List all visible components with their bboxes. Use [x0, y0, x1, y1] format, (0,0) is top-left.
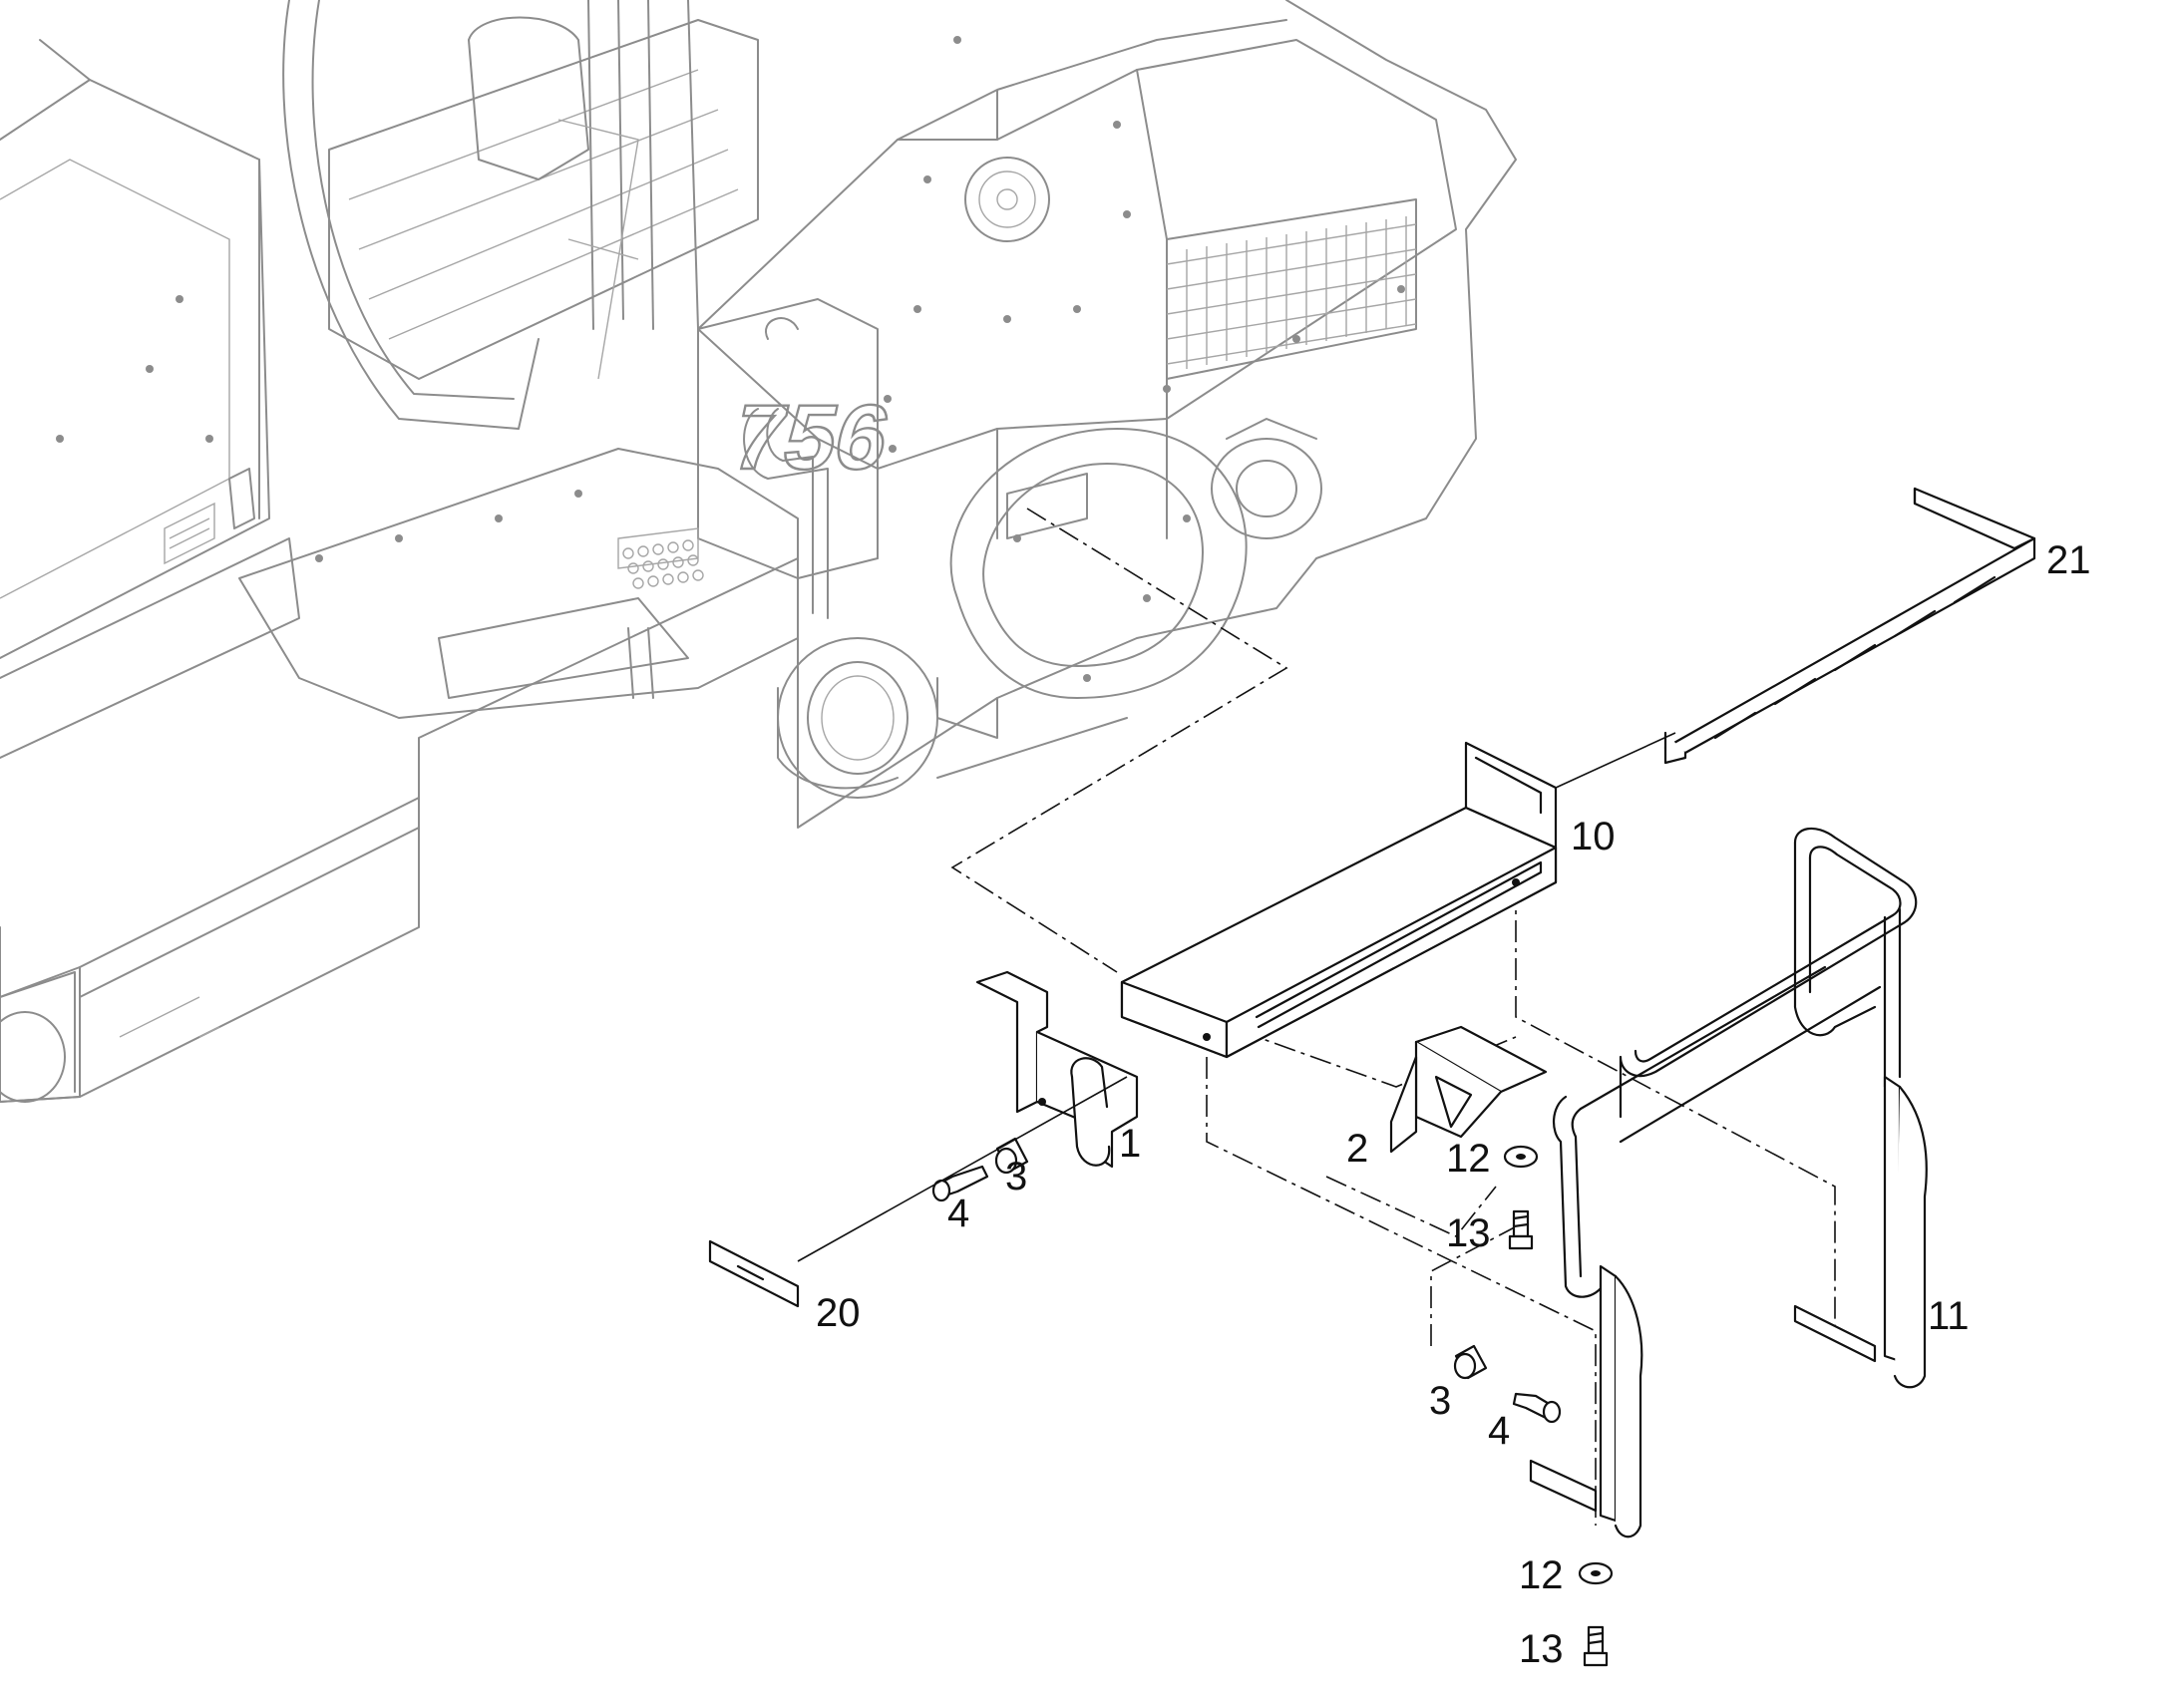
part-21-edge-strip[interactable] — [1663, 487, 2036, 765]
assembly-paths — [950, 508, 1836, 1526]
callout-13a: 13 — [1446, 1211, 1491, 1255]
callout-4a: 4 — [947, 1192, 969, 1235]
part-10-platform-tray[interactable] — [1120, 741, 1558, 1059]
part-4-bolt-upper[interactable] — [931, 1165, 989, 1202]
part-12-washer-upper[interactable] — [1503, 1145, 1539, 1169]
part-3-spacer-lower[interactable] — [1453, 1344, 1488, 1380]
part-2-bracket[interactable] — [1389, 1025, 1548, 1154]
callout-20: 20 — [816, 1291, 861, 1335]
engine-grille — [1166, 198, 1417, 380]
callout-2: 2 — [1346, 1127, 1368, 1171]
rivets — [56, 36, 1405, 682]
callout-11: 11 — [1928, 1294, 1970, 1338]
callout-12a: 12 — [1446, 1137, 1491, 1181]
part-13-screw-upper[interactable] — [1508, 1209, 1534, 1250]
part-20-label-strip[interactable] — [708, 1239, 800, 1308]
part-13-screw-lower[interactable] — [1583, 1625, 1609, 1667]
vent-holes — [622, 539, 704, 589]
part-1-bracket[interactable] — [975, 970, 1139, 1169]
callout-1: 1 — [1119, 1122, 1141, 1166]
part-11-handrail[interactable] — [1529, 827, 1928, 1538]
callout-13b: 13 — [1519, 1627, 1564, 1671]
part-12-washer-lower[interactable] — [1578, 1561, 1614, 1585]
part-4-bolt-lower[interactable] — [1512, 1392, 1562, 1424]
callout-10: 10 — [1571, 815, 1616, 858]
callouts: 1 2 3 3 4 4 10 11 12 12 13 13 20 21 — [816, 538, 2091, 1671]
callout-3a: 3 — [1005, 1155, 1027, 1198]
callout-21: 21 — [2046, 538, 2091, 582]
machine-body: 756 — [0, 0, 1517, 1103]
callout-3b: 3 — [1429, 1379, 1451, 1423]
callout-4b: 4 — [1488, 1409, 1510, 1453]
model-badge: 756 — [724, 386, 899, 489]
leader-lines — [797, 732, 1676, 1262]
rear-wheel-frame — [777, 418, 1322, 799]
callout-12b: 12 — [1519, 1553, 1564, 1597]
